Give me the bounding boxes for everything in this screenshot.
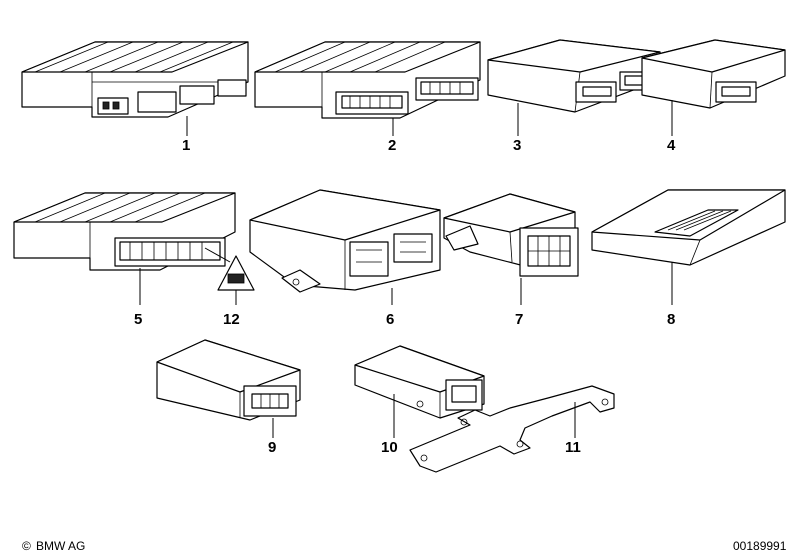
part-8-control-unit[interactable] (591, 189, 786, 266)
diagram-number: 00189991 (733, 539, 787, 553)
part-7-control-unit[interactable] (443, 193, 579, 277)
callout-6: 6 (386, 311, 394, 328)
callout-4: 4 (667, 137, 676, 154)
part-4-control-unit[interactable] (641, 39, 786, 109)
part-10-control-unit[interactable] (354, 345, 485, 419)
copyright-symbol: © (22, 539, 31, 553)
callout-11: 11 (565, 439, 581, 456)
part-2-control-unit[interactable] (254, 41, 481, 119)
callout-8: 8 (667, 311, 675, 328)
callout-12: 12 (223, 311, 240, 328)
callout-5: 5 (134, 311, 142, 328)
part-1-control-unit[interactable] (21, 41, 249, 118)
part-3-control-unit[interactable] (487, 39, 661, 113)
callout-7: 7 (515, 311, 523, 328)
callout-1: 1 (182, 137, 190, 154)
brand-label: BMW AG (36, 539, 85, 553)
part-6-control-unit[interactable] (249, 189, 441, 293)
callout-10: 10 (381, 439, 398, 456)
callout-9: 9 (268, 439, 276, 456)
callout-2: 2 (388, 137, 396, 154)
callout-3: 3 (513, 137, 521, 154)
part-5-control-unit[interactable] (13, 192, 236, 271)
part-11-bracket[interactable] (409, 385, 615, 473)
part-9-control-unit[interactable] (156, 339, 301, 421)
